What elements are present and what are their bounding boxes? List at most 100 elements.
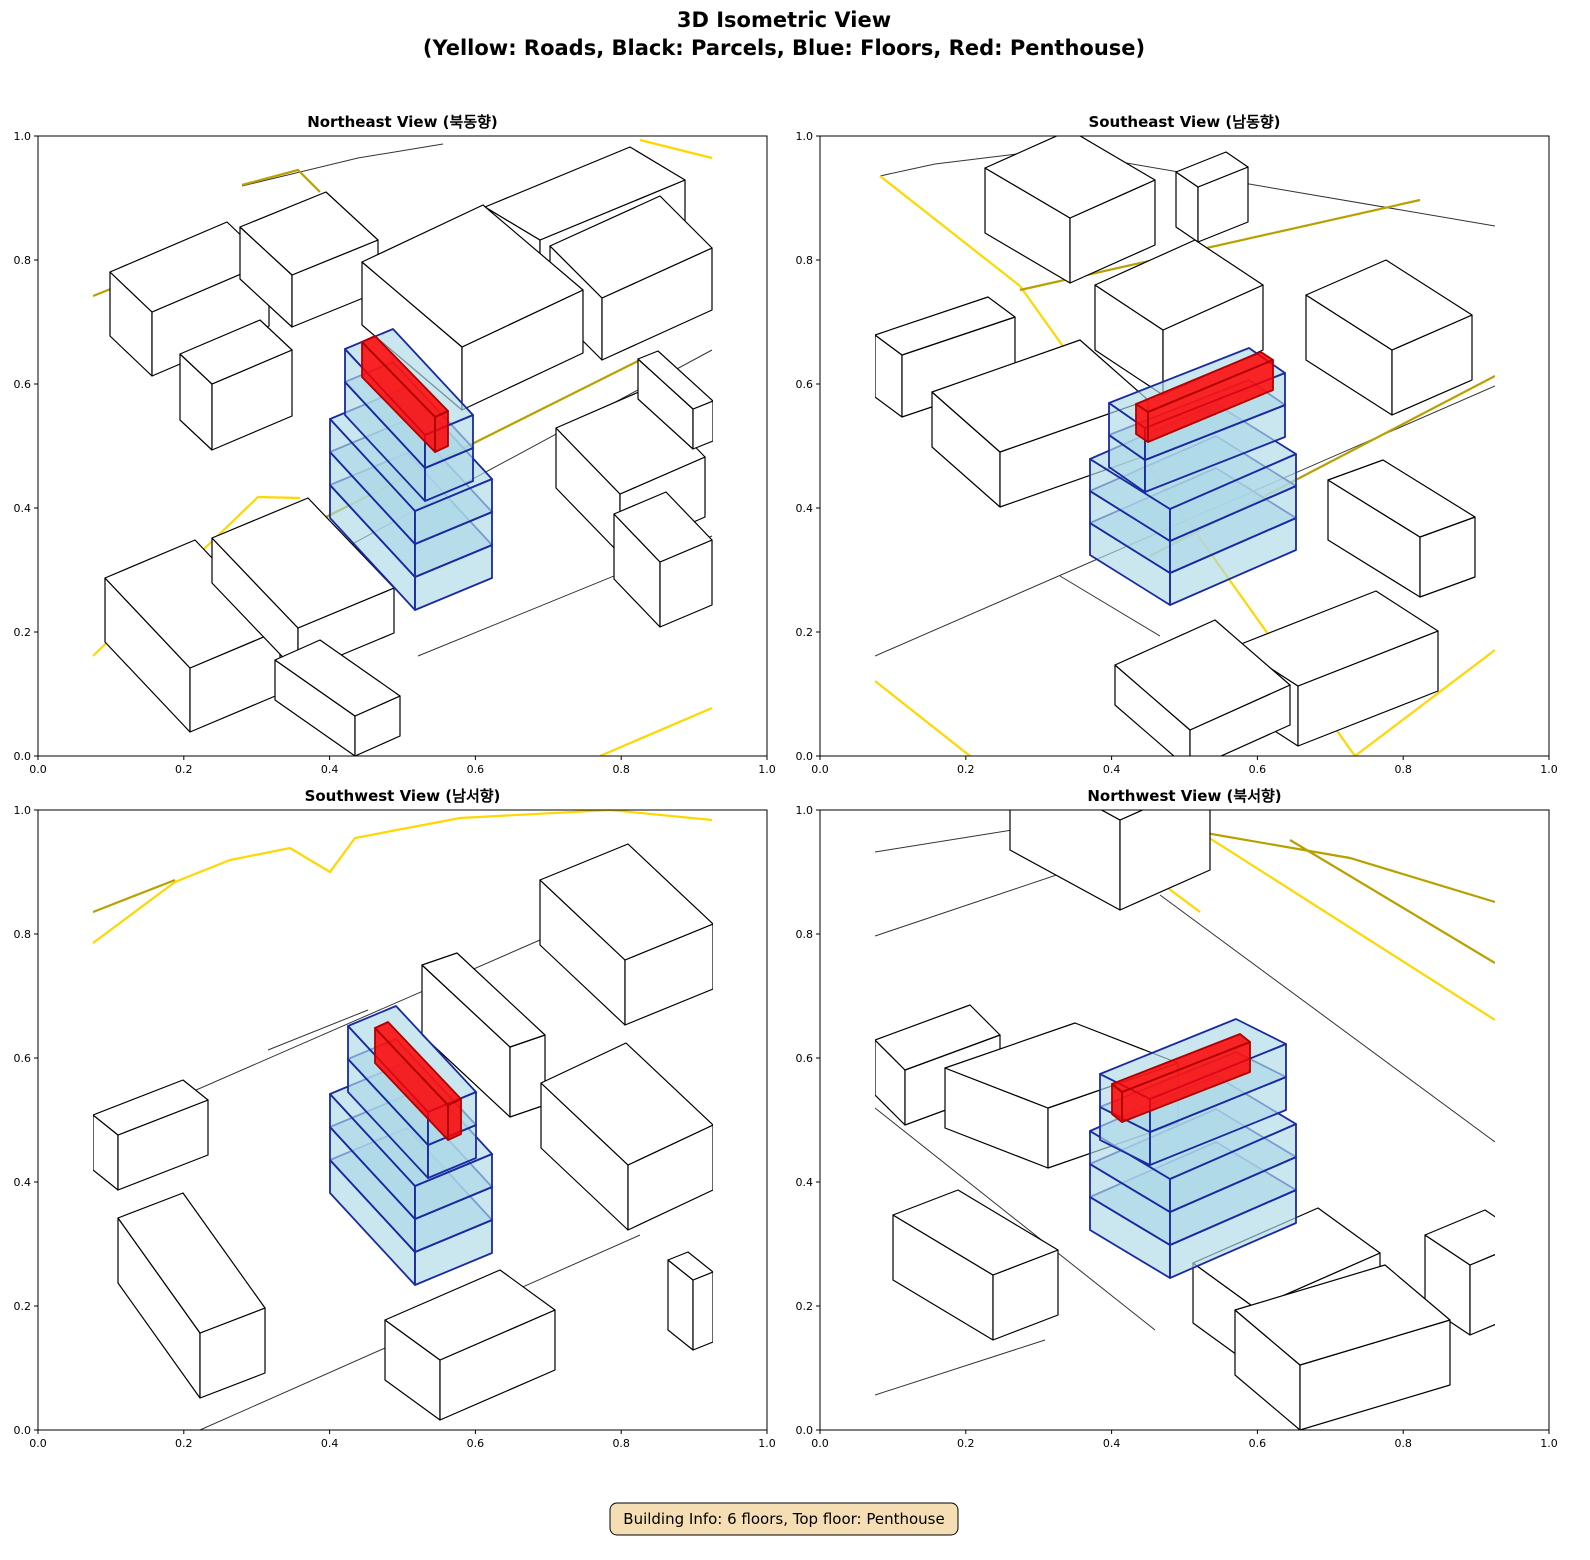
x-tick-label: 0.2 — [957, 763, 975, 776]
y-tick-label: 0.0 — [796, 750, 814, 763]
parcel-building — [1009, 810, 1211, 911]
parcel-building-face — [1114, 619, 1291, 731]
penthouse-floor-6-face — [1111, 1033, 1251, 1093]
x-tick-label: 0.6 — [1249, 763, 1267, 776]
x-tick-label: 1.0 — [758, 1437, 776, 1450]
scene — [93, 138, 713, 756]
x-tick-label: 0.0 — [811, 763, 829, 776]
axes-frame — [37, 809, 768, 1431]
parcel-building-face — [1009, 810, 1121, 911]
parcel-building-face — [692, 400, 713, 450]
penthouse-floor-6 — [1135, 351, 1274, 443]
y-tick-label: 0.4 — [796, 502, 814, 515]
parcel-building — [1305, 259, 1473, 416]
parcel-building-face — [549, 195, 713, 299]
x-tick-label: 1.0 — [1540, 763, 1558, 776]
parcel-line — [241, 143, 444, 187]
x-tick-label: 0.8 — [612, 763, 630, 776]
x-tick-label: 0.0 — [811, 1437, 829, 1450]
parcel-building-face — [931, 339, 1149, 453]
parcel-building — [1094, 239, 1264, 396]
parcel-building-face — [1469, 1253, 1495, 1336]
road-line — [875, 680, 971, 756]
penthouse-floor-6-face — [447, 1098, 462, 1141]
parcel-line — [267, 1009, 369, 1051]
x-tick-label: 0.8 — [1394, 763, 1412, 776]
y-tick-label: 0.4 — [14, 1176, 32, 1189]
panel-title: Northwest View (북서향) — [1087, 787, 1281, 805]
x-tick-label: 0.6 — [467, 763, 485, 776]
axes-frame — [819, 809, 1550, 1431]
parcel-building-face — [624, 923, 713, 1026]
x-tick-label: 1.0 — [758, 763, 776, 776]
parcel-building-face — [984, 136, 1156, 219]
parcel-building — [1327, 459, 1476, 598]
parcel-building-face — [539, 843, 713, 961]
info-box-text: Building Info: 6 floors, Top floor: Pent… — [623, 1510, 944, 1528]
parcel-building — [667, 1251, 713, 1351]
parcel-building-face — [1192, 1207, 1381, 1309]
x-tick-label: 0.4 — [1103, 1437, 1121, 1450]
parcel-building-face — [93, 1079, 209, 1136]
parcel-building-face — [211, 497, 395, 629]
parcel-line — [1159, 894, 1495, 1143]
x-tick-label: 0.4 — [1103, 763, 1121, 776]
x-tick-label: 0.2 — [957, 1437, 975, 1450]
parcel-building-face — [361, 204, 584, 348]
penthouse-floor-6 — [361, 335, 449, 453]
y-tick-label: 1.0 — [14, 804, 32, 817]
parcel-building-face — [540, 1042, 713, 1166]
parcel-building-face — [627, 1124, 713, 1231]
x-tick-label: 1.0 — [1540, 1437, 1558, 1450]
parcel-building-face — [117, 1192, 266, 1334]
parcel-building — [540, 1042, 713, 1231]
parcel-building-face — [484, 146, 686, 241]
panel-title: Southeast View (남동향) — [1088, 113, 1280, 131]
y-tick-label: 0.4 — [14, 502, 32, 515]
x-tick-label: 0.8 — [1394, 1437, 1412, 1450]
figure-title-line1: 3D Isometric View — [677, 8, 891, 32]
parcel-building-face — [509, 1034, 546, 1118]
x-tick-label: 0.2 — [175, 763, 193, 776]
parcel-building — [539, 843, 713, 1026]
parcel-building-face — [1234, 1264, 1451, 1366]
road-line — [93, 810, 713, 944]
x-tick-label: 0.4 — [321, 763, 339, 776]
parcel-building — [384, 1269, 556, 1421]
parcel-building — [1175, 151, 1249, 243]
parcel-building-face — [637, 350, 713, 410]
y-tick-label: 0.0 — [14, 1424, 32, 1437]
y-tick-label: 0.2 — [14, 626, 32, 639]
scene — [875, 810, 1495, 1430]
y-tick-label: 0.0 — [14, 750, 32, 763]
parcel-building — [239, 191, 379, 328]
parcel-building-face — [892, 1189, 1059, 1276]
panel-title: Northeast View (북동향) — [307, 113, 498, 131]
parcel-building — [179, 319, 293, 451]
penthouse-floor-6 — [1111, 1033, 1251, 1123]
axes-frame — [819, 135, 1550, 757]
parcel-line — [879, 149, 1495, 227]
y-tick-label: 0.8 — [14, 928, 32, 941]
x-tick-label: 0.4 — [321, 1437, 339, 1450]
penthouse-floor-6-face — [1135, 351, 1274, 413]
parcel-building-face — [1119, 810, 1211, 911]
parcel-building — [637, 350, 713, 450]
x-tick-label: 0.6 — [1249, 1437, 1267, 1450]
parcel-line — [875, 1107, 1156, 1331]
penthouse-floor-6-face — [361, 335, 449, 418]
parcel-building-face — [1327, 459, 1476, 538]
parcel-building — [93, 1079, 209, 1191]
parcel-building-face — [1424, 1209, 1495, 1266]
parcel-building — [274, 639, 401, 756]
parcel-building-face — [1175, 151, 1249, 188]
parcel-building-face — [875, 1004, 1001, 1071]
parcel-building-face — [1094, 239, 1264, 331]
parcel-building-face — [1305, 259, 1473, 351]
parcel-building-face — [239, 191, 379, 276]
road-line — [639, 138, 713, 160]
x-tick-label: 0.8 — [612, 1437, 630, 1450]
parcel-building — [421, 952, 546, 1118]
parcel-building — [104, 539, 281, 733]
